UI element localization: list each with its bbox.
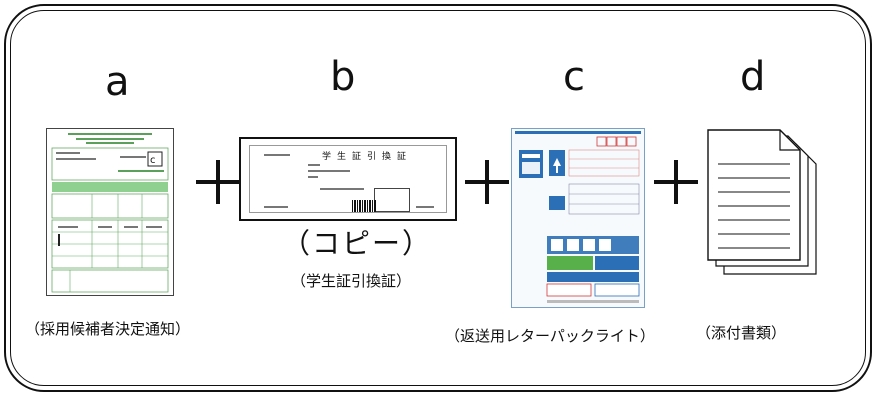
barcode (352, 200, 376, 212)
card-text-line (308, 176, 318, 178)
letter-pack-light-envelope (511, 128, 645, 308)
stamp-box (374, 188, 410, 212)
copy-note: （コピー） (282, 227, 433, 260)
plus-sign-1 (196, 160, 240, 204)
caption-c: （返送用レターパックライト） (445, 327, 655, 345)
label-a: a (105, 59, 130, 105)
label-d: d (740, 54, 766, 100)
card-text-line (416, 206, 434, 208)
svg-text:c: c (150, 155, 156, 166)
card-text-line (320, 188, 364, 190)
attachments-stack-icon (707, 129, 817, 275)
caption-a: （採用候補者決定通知） (25, 320, 191, 338)
card-title: 学生証引換証 (322, 152, 413, 162)
inner-rounded-frame (10, 10, 866, 386)
label-b: b (330, 54, 356, 100)
caption-d: （添付書類） (696, 324, 787, 342)
card-inner-border: 学生証引換証 (249, 145, 447, 213)
student-id-exchange-card: 学生証引換証 (239, 137, 457, 221)
card-text-line (308, 170, 350, 172)
card-text-line (264, 206, 288, 208)
card-text-line (264, 154, 290, 156)
outer-rounded-frame (4, 4, 872, 392)
plus-sign-2 (465, 160, 509, 204)
label-c: c (563, 54, 585, 100)
notification-document-thumbnail: c (46, 128, 174, 296)
card-text-line (308, 164, 320, 166)
plus-sign-3 (654, 160, 698, 204)
caption-b: （学生証引換証） (291, 272, 412, 290)
